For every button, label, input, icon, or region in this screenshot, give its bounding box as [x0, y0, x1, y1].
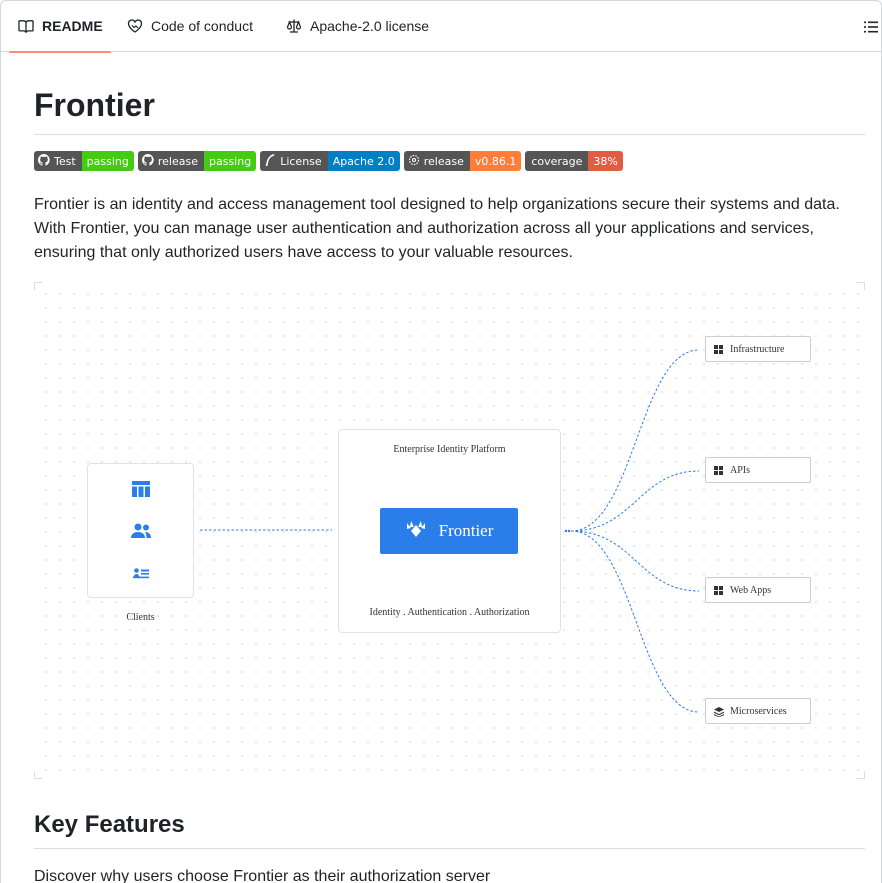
tab-readme[interactable]: README — [9, 1, 111, 53]
users-icon — [130, 523, 152, 544]
badge-coverage[interactable]: coverage 38% — [525, 151, 623, 171]
service-infrastructure: Infrastructure — [705, 336, 811, 362]
tab-code-of-conduct-label: Code of conduct — [151, 18, 253, 34]
badge-release-version-value: v0.86.1 — [469, 151, 522, 171]
badge-test-status: passing — [81, 151, 134, 171]
key-features-subtitle: Discover why users choose Frontier as th… — [34, 868, 491, 883]
frontier-logo-icon — [405, 520, 427, 543]
badge-license[interactable]: License Apache 2.0 — [260, 151, 400, 171]
key-features-heading: Key Features — [34, 811, 185, 838]
frontier-label: Frontier — [438, 521, 494, 540]
book-icon — [18, 18, 34, 34]
badge-release-workflow[interactable]: release passing — [137, 151, 257, 171]
id-card-icon — [133, 566, 149, 584]
microservices-connector — [570, 530, 700, 713]
github-icon — [141, 153, 154, 169]
law-scale-icon — [286, 18, 302, 34]
readme-tab-bar: README Code of conduct Apache-2.0 licens… — [1, 1, 881, 53]
tab-readme-label: README — [42, 18, 103, 34]
cog-icon — [408, 154, 420, 169]
infrastructure-connector — [570, 349, 700, 532]
grid-icon — [714, 465, 723, 475]
service-web-apps-label: Web Apps — [730, 584, 772, 596]
grid-icon — [714, 344, 723, 354]
tab-code-of-conduct[interactable]: Code of conduct — [127, 1, 253, 52]
diagram-corner — [857, 771, 865, 779]
service-microservices: Microservices — [705, 698, 811, 724]
page-title: Frontier — [34, 87, 155, 123]
badge-coverage-label: coverage — [531, 154, 583, 168]
service-apis-label: APIs — [730, 464, 751, 476]
badge-row: Test passing release passing License Apa… — [34, 151, 623, 171]
feather-icon — [264, 153, 276, 169]
badge-release-workflow-label: release — [157, 154, 198, 168]
title-divider — [34, 134, 865, 135]
service-apis: APIs — [705, 457, 811, 483]
key-features-divider — [34, 848, 865, 849]
platform-tagline: Identity . Authentication . Authorizatio… — [369, 607, 530, 618]
badge-release-version-label: release — [423, 154, 464, 168]
clients-label: Clients — [126, 612, 155, 623]
clients-box — [87, 463, 194, 598]
apis-connector — [570, 470, 700, 532]
frontier-node[interactable]: Frontier — [380, 508, 518, 554]
heart-handshake-icon — [127, 18, 143, 34]
badge-release-version[interactable]: release v0.86.1 — [403, 151, 522, 171]
diagram-corner — [34, 282, 42, 290]
diagram-corner — [857, 282, 865, 290]
tab-license[interactable]: Apache-2.0 license — [286, 1, 429, 52]
badge-test[interactable]: Test passing — [34, 151, 134, 171]
github-icon — [37, 153, 50, 169]
badge-release-workflow-status: passing — [204, 151, 257, 171]
diagram-connectors — [200, 349, 700, 713]
service-microservices-label: Microservices — [730, 705, 787, 717]
tab-license-label: Apache-2.0 license — [310, 18, 430, 34]
diagram-corner — [34, 771, 42, 779]
intro-paragraph: Frontier is an identity and access manag… — [34, 196, 840, 261]
grid-icon — [714, 585, 723, 595]
badge-license-label: License — [280, 154, 322, 168]
platform-title: Enterprise Identity Platform — [393, 444, 506, 455]
badge-coverage-value: 38% — [588, 151, 623, 171]
service-web-apps: Web Apps — [705, 577, 811, 603]
badge-test-label: Test — [54, 154, 76, 168]
service-infrastructure-label: Infrastructure — [730, 343, 785, 355]
outline-list-icon[interactable] — [863, 19, 879, 35]
architecture-diagram: Clients Enterprise Identity Platform Fro… — [34, 282, 865, 779]
webapps-connector — [570, 530, 700, 592]
layers-icon — [714, 706, 724, 717]
table-icon — [132, 481, 150, 502]
badge-license-value: Apache 2.0 — [327, 151, 400, 171]
